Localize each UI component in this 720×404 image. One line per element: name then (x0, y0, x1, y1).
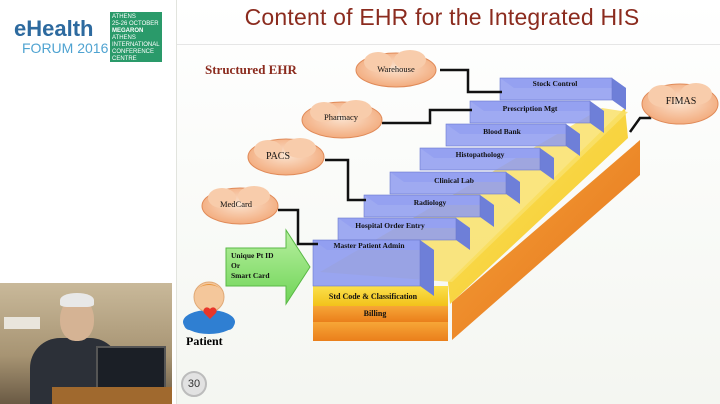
cloud-fimas: FIMAS (641, 83, 719, 125)
pacs-label: PACS (266, 151, 290, 162)
connector-medcard (278, 208, 318, 246)
arrow-line-3: Smart Card (231, 271, 270, 280)
podium-monitor (96, 346, 166, 392)
speaker-hair (60, 293, 94, 307)
stack-box-master-patient: Master Patient Admin (312, 239, 434, 296)
logo-venue-detail: ATHENS INTERNATIONAL CONFERENCE CENTRE (112, 35, 160, 62)
billing-label: Billing (364, 309, 387, 318)
cloud-medcard: MedCard (201, 186, 279, 225)
base-bottom-layer (313, 322, 448, 341)
blood-bank-label: Blood Bank (483, 127, 522, 136)
stack-box-stock-control: Stock Control (499, 77, 626, 110)
logo-main-text: eHealth (14, 16, 94, 41)
stack-box-blood-bank: Blood Bank (445, 123, 580, 156)
logo-venue-block: ATHENS 25-26 OCTOBER MEGARON ATHENS INTE… (110, 12, 162, 62)
arrow-line-1: Unique Pt ID (231, 251, 274, 260)
logo-sub-text: FORUM 2016 (22, 40, 109, 56)
podium-desk (52, 387, 172, 404)
stack-box-order-entry: Hospital Order Entry (337, 217, 470, 250)
std-code-layer (313, 286, 448, 306)
cloud-warehouse: Warehouse (355, 50, 437, 88)
base-ramp-orange (452, 140, 640, 340)
warehouse-label: Warehouse (377, 64, 415, 74)
slide-subtitle: Structured EHR (205, 62, 297, 77)
cloud-pacs: PACS (247, 138, 325, 176)
stack-box-clinical-lab: Clinical Lab (389, 171, 520, 204)
prescription-label: Prescription Mgt (503, 104, 558, 113)
fimas-label: FIMAS (666, 96, 697, 107)
radiology-label: Radiology (414, 198, 447, 207)
pharmacy-label: Pharmacy (324, 112, 359, 122)
histopathology-label: Histopathology (456, 150, 505, 159)
stack-box-radiology: Radiology (363, 194, 494, 227)
conference-logo: eHealth FORUM 2016 ATHENS 25-26 OCTOBER … (10, 10, 162, 66)
base-ramp-yellow (448, 108, 628, 304)
connector-pacs (325, 158, 366, 202)
std-code-label: Std Code & Classification (329, 292, 418, 301)
logo-location: ATHENS (112, 14, 136, 20)
patient-icon (183, 281, 235, 334)
stock-control-label: Stock Control (533, 79, 578, 88)
arrow-line-2: Or (231, 261, 241, 270)
medcard-label: MedCard (220, 199, 253, 209)
stack-box-histopathology: Histopathology (419, 147, 554, 180)
billing-layer (313, 306, 448, 322)
logo-dates: 25-26 OCTOBER (112, 21, 159, 27)
logo-venue: MEGARON (112, 28, 144, 34)
connector-warehouse (440, 68, 502, 94)
unique-id-arrow: Unique Pt ID Or Smart Card (225, 228, 311, 306)
page-number: 30 (181, 371, 207, 397)
sponsor-badge (4, 317, 40, 329)
slide-title: Content of EHR for the Integrated HIS (244, 4, 640, 30)
order-entry-label: Hospital Order Entry (355, 221, 425, 230)
speaker-video (0, 283, 172, 404)
clinical-lab-label: Clinical Lab (434, 176, 474, 185)
conference-panel: eHealth FORUM 2016 ATHENS 25-26 OCTOBER … (0, 0, 172, 404)
stack-box-prescription: Prescription Mgt (469, 100, 604, 133)
connector-pharmacy (382, 108, 472, 125)
master-patient-label: Master Patient Admin (333, 241, 405, 250)
patient-label: Patient (186, 334, 223, 348)
cloud-pharmacy: Pharmacy (301, 100, 383, 139)
title-separator (177, 44, 720, 45)
